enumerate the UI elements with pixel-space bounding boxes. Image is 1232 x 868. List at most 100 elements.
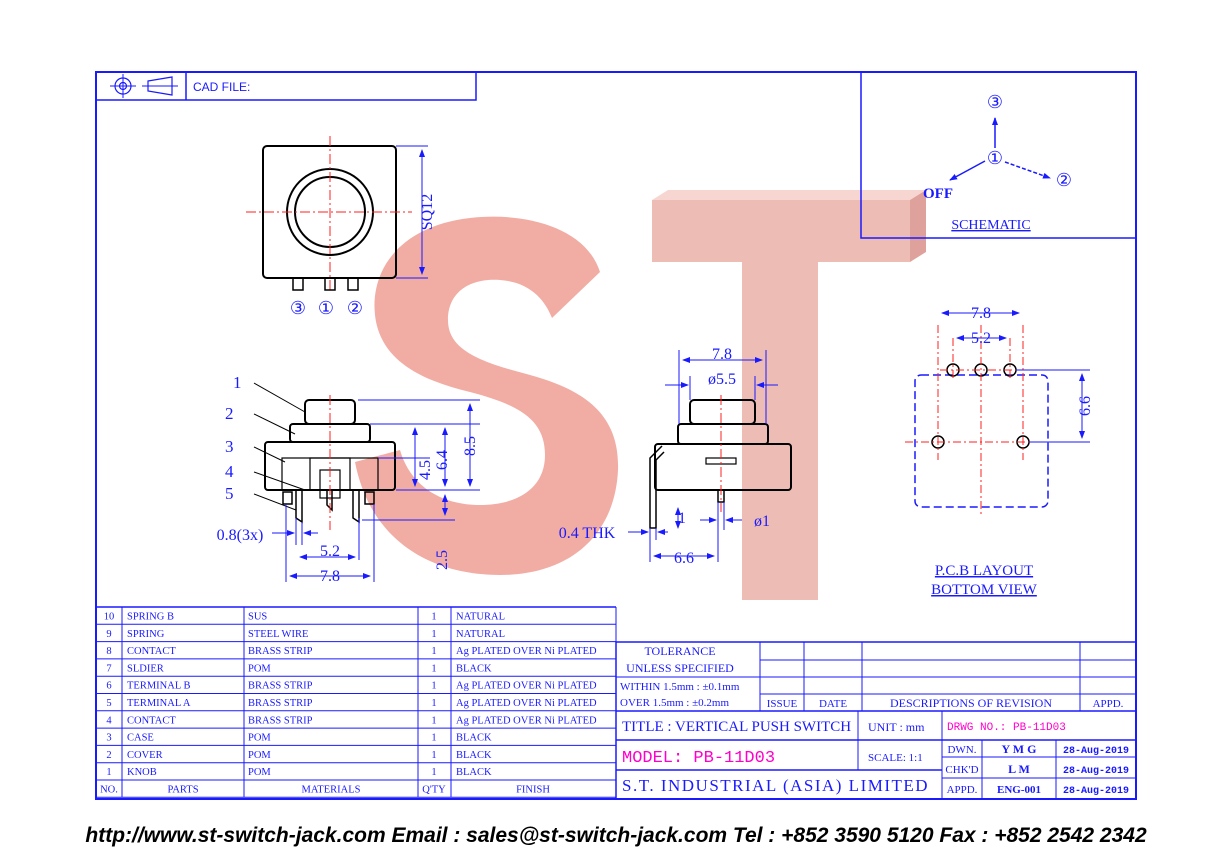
side-view: 7.8 ø5.5 0.4 THK 1 ø1 6.6 — [559, 346, 792, 567]
side-dim-phi5-5: ø5.5 — [708, 371, 736, 388]
part-row-no: 9 — [106, 629, 111, 640]
part-row-material: SUS — [248, 612, 267, 623]
projection-symbol-icon — [110, 74, 178, 98]
descriptions-header: DESCRIPTIONS OF REVISION — [890, 696, 1052, 710]
part-row-no: 6 — [106, 681, 111, 692]
tolerance-unless: UNLESS SPECIFIED — [626, 661, 734, 675]
side-dim-1: 1 — [678, 510, 686, 527]
dim-6-4: 6.4 — [434, 450, 451, 470]
part-row-no: 5 — [106, 698, 111, 709]
dim-sq12: SQ12 — [419, 194, 436, 230]
dim-4-5: 4.5 — [417, 460, 434, 480]
part-row-qty: 1 — [431, 629, 436, 640]
part-row-qty: 1 — [431, 663, 436, 674]
part-row-material: STEEL WIRE — [248, 629, 308, 640]
part-row-name: SLDIER — [127, 663, 164, 674]
pcb-subtitle: BOTTOM VIEW — [931, 582, 1038, 598]
schematic-off-label: OFF — [923, 186, 953, 202]
part-row-name: CONTACT — [127, 715, 176, 726]
top-view: SQ12 ③ ① ② — [246, 136, 436, 318]
tolerance-within: WITHIN 1.5mm : ±0.1mm — [620, 681, 740, 693]
part-row-material: BRASS STRIP — [248, 715, 313, 726]
pcb-dim-5-2: 5.2 — [971, 330, 991, 347]
part-row-material: POM — [248, 733, 271, 744]
drawing-title: TITLE : VERTICAL PUSH SWITCH — [622, 719, 851, 735]
chkd-name: L M — [1008, 762, 1030, 776]
dim-8-5: 8.5 — [462, 436, 479, 456]
part-row-name: SPRING B — [127, 612, 174, 623]
part-row-name: TERMINAL B — [127, 681, 190, 692]
front-view: 1 2 3 4 5 4.5 6.4 8.5 2.5 0.8(3x) 5.2 7.… — [217, 373, 480, 585]
callout-5: 5 — [225, 484, 234, 503]
chkd-date: 28-Aug-2019 — [1063, 766, 1129, 777]
issue-header: ISSUE — [767, 698, 798, 710]
pcb-dim-6-6: 6.6 — [1077, 396, 1094, 416]
scale-label: SCALE: 1:1 — [868, 752, 923, 764]
schematic: ① ③ ② OFF SCHEMATIC — [860, 71, 1137, 239]
header-parts: PARTS — [167, 785, 198, 796]
header-no: NO. — [100, 785, 118, 796]
side-dim-7-8: 7.8 — [712, 346, 732, 363]
topview-pin1: ① — [318, 298, 334, 318]
header-finish: FINISH — [516, 785, 550, 796]
part-row-no: 2 — [106, 750, 111, 761]
schematic-title: SCHEMATIC — [951, 218, 1030, 233]
chkd-label: CHK'D — [945, 764, 978, 776]
dim-5-2: 5.2 — [320, 543, 340, 560]
part-row-name: CASE — [127, 733, 154, 744]
part-row-no: 10 — [104, 612, 115, 623]
dwn-date: 28-Aug-2019 — [1063, 746, 1129, 757]
side-dim-0-4-thk: 0.4 THK — [559, 525, 616, 542]
part-row-qty: 1 — [431, 767, 436, 778]
side-dim-phi1: ø1 — [754, 513, 770, 530]
appd-header: APPD. — [1093, 698, 1124, 710]
part-row-finish: BLACK — [456, 733, 492, 744]
part-row-finish: Ag PLATED OVER Ni PLATED — [456, 715, 597, 726]
topview-pin3: ③ — [290, 298, 306, 318]
part-row-name: SPRING — [127, 629, 165, 640]
contact-footer: http://www.st-switch-jack.com Email : sa… — [85, 824, 1147, 847]
date-header: DATE — [819, 698, 847, 710]
part-row-material: POM — [248, 767, 271, 778]
part-row-name: COVER — [127, 750, 163, 761]
dim-2-5: 2.5 — [434, 550, 451, 570]
watermark-logo — [355, 190, 926, 600]
drawing-number: DRWG NO.: PB-11D03 — [947, 722, 1066, 734]
tolerance-over: OVER 1.5mm : ±0.2mm — [620, 697, 729, 709]
part-row-qty: 1 — [431, 733, 436, 744]
part-row-qty: 1 — [431, 646, 436, 657]
part-row-finish: Ag PLATED OVER Ni PLATED — [456, 698, 597, 709]
schematic-pin2: ② — [1056, 170, 1072, 190]
callout-2: 2 — [225, 404, 234, 423]
part-row-qty: 1 — [431, 612, 436, 623]
part-row-finish: NATURAL — [456, 629, 505, 640]
cad-header: CAD FILE: — [95, 71, 477, 101]
pcb-title: P.C.B LAYOUT — [935, 563, 1033, 579]
appd-name: ENG-001 — [997, 784, 1041, 796]
part-row-material: BRASS STRIP — [248, 681, 313, 692]
part-row-finish: Ag PLATED OVER Ni PLATED — [456, 646, 597, 657]
pcb-layout: 7.8 5.2 6.6 P.C.B LAYOUT BOTTOM VIEW — [905, 305, 1094, 598]
part-row-finish: NATURAL — [456, 612, 505, 623]
part-row-name: CONTACT — [127, 646, 176, 657]
appd-date: 28-Aug-2019 — [1063, 786, 1129, 797]
appd-label: APPD. — [947, 784, 978, 796]
unit-label: UNIT : mm — [868, 720, 925, 734]
part-row-qty: 1 — [431, 715, 436, 726]
part-row-name: KNOB — [127, 767, 157, 778]
part-row-finish: BLACK — [456, 767, 492, 778]
part-row-no: 8 — [106, 646, 111, 657]
part-row-no: 1 — [106, 767, 111, 778]
schematic-pin1: ① — [987, 148, 1003, 168]
tolerance-label: TOLERANCE — [644, 644, 715, 658]
part-row-no: 4 — [106, 715, 112, 726]
pcb-dim-7-8: 7.8 — [971, 305, 991, 322]
callout-4: 4 — [225, 462, 234, 481]
part-row-qty: 1 — [431, 681, 436, 692]
part-row-name: TERMINAL A — [127, 698, 191, 709]
dwn-label: DWN. — [947, 744, 976, 756]
header-qty: Q'TY — [422, 785, 446, 796]
schematic-pin3: ③ — [987, 92, 1003, 112]
part-row-material: POM — [248, 750, 271, 761]
part-row-finish: Ag PLATED OVER Ni PLATED — [456, 681, 597, 692]
